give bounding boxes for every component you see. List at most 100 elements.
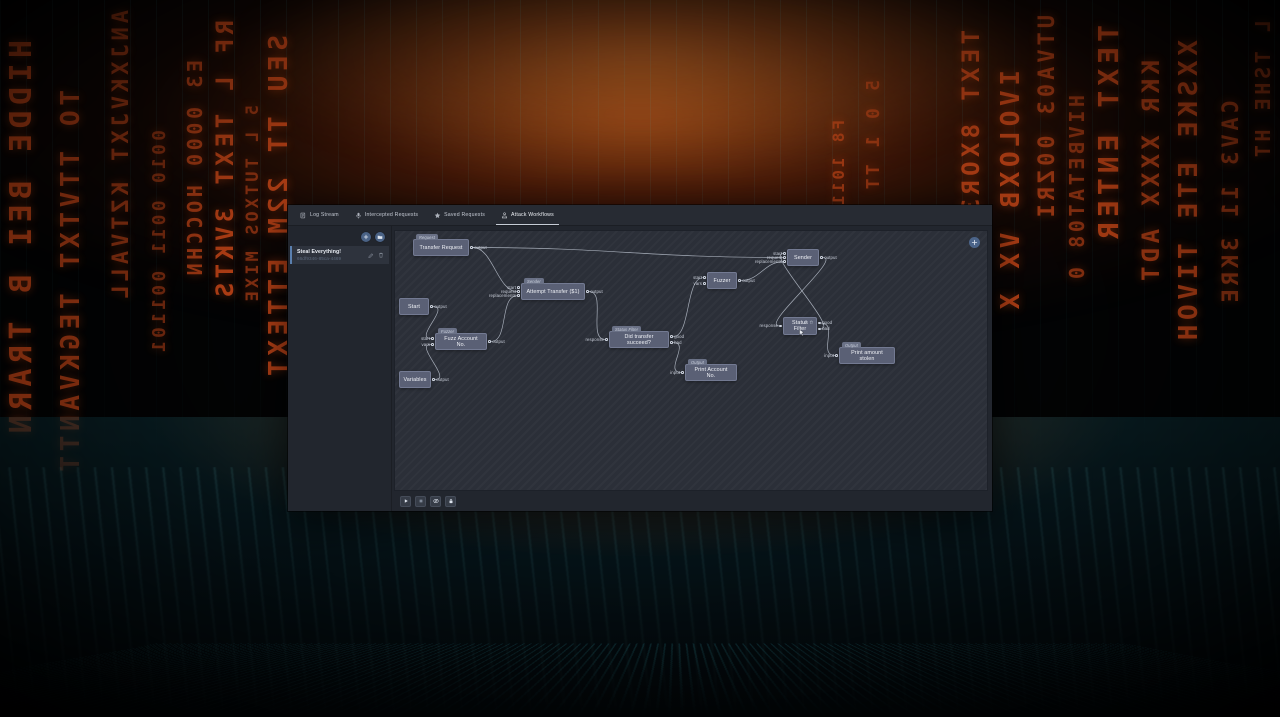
port-label-out-bad: bad (822, 326, 830, 332)
port-in-request[interactable] (517, 290, 520, 293)
port-in-start[interactable] (783, 251, 786, 255)
port-out-good[interactable] (818, 321, 821, 325)
node-title: Fuzzer (713, 277, 731, 284)
node-title: Status Filter (792, 320, 808, 332)
port-out-output[interactable] (432, 378, 435, 381)
node-caption: Sender (524, 278, 544, 284)
port-label-in-vars: vars (693, 280, 702, 286)
port-out-good[interactable] (670, 335, 673, 338)
port-in-start[interactable] (431, 337, 434, 340)
play-icon (403, 498, 409, 504)
port-out-bad[interactable] (818, 327, 821, 331)
lock-icon (448, 498, 454, 504)
port-label-out-output: output (742, 277, 755, 283)
window-body: Steal Everything!66df9346-85ca-4469 Requ… (288, 226, 992, 511)
port-label-out-output: output (434, 303, 447, 309)
connection-edge (672, 341, 682, 373)
workflow-tools (368, 252, 384, 258)
trash-icon[interactable] (378, 252, 384, 258)
tab-attack-workflows[interactable]: Attack Workflows (493, 205, 562, 225)
port-in-input[interactable] (835, 354, 838, 357)
connection-edge (776, 257, 827, 327)
port-label-in-start: start (773, 250, 782, 256)
node-start[interactable]: Start (399, 298, 429, 315)
port-out-output[interactable] (488, 340, 491, 343)
tab-saved-requests[interactable]: Saved Requests (426, 205, 493, 225)
node-caption: Fuzzer (438, 328, 458, 334)
tab-bar: Log Stream Intercepted Requests Saved Requ… (288, 205, 992, 226)
workflow-list-item[interactable]: Steal Everything!66df9346-85ca-4469 (290, 246, 389, 264)
tab-intercepted-requests[interactable]: Intercepted Requests (347, 205, 426, 225)
port-out-bad[interactable] (670, 341, 673, 344)
node-sender[interactable]: Sender (787, 249, 819, 266)
node-fuzzer[interactable]: Fuzzer (707, 272, 737, 289)
port-label-in-vars: vars (421, 341, 430, 347)
port-label-out-good: good (674, 334, 685, 340)
link-icon[interactable] (803, 319, 808, 325)
port-in-vars[interactable] (431, 343, 434, 346)
connection-edge (472, 247, 784, 258)
star-icon (434, 212, 441, 219)
workflow-list: Steal Everything!66df9346-85ca-4469 (288, 246, 391, 264)
port-label-out-output: output (492, 338, 505, 344)
node-title: Transfer Request (419, 244, 463, 251)
tab-label: Saved Requests (444, 212, 486, 218)
run-workflow-button[interactable] (400, 495, 411, 507)
mouse-cursor (799, 329, 805, 337)
canvas-toolbar (394, 491, 988, 511)
port-label-in-request: request (500, 288, 516, 294)
port-in-input[interactable] (681, 371, 684, 374)
node-title: Print amount stolen (851, 349, 883, 362)
add-workflow-button[interactable] (361, 232, 371, 242)
folder-workflow-button[interactable] (375, 232, 385, 242)
node-title: Variables (403, 376, 427, 383)
lock-button[interactable] (445, 495, 456, 507)
port-in-request[interactable] (783, 256, 786, 259)
pencil-icon[interactable] (368, 252, 374, 258)
node-status-filter[interactable]: Status Filter (783, 317, 817, 335)
port-label-in-request: request (766, 254, 782, 260)
tab-label: Log Stream (310, 212, 339, 218)
port-in-start[interactable] (517, 285, 520, 289)
port-in-response[interactable] (605, 338, 608, 341)
stop-workflow-button[interactable] (415, 495, 426, 507)
port-label-in-response: response (759, 323, 778, 329)
port-label-out-output: output (436, 376, 449, 382)
port-in-start[interactable] (703, 276, 706, 279)
sidebar-actions (288, 230, 391, 246)
port-in-replacements[interactable] (517, 294, 520, 298)
add-node-button[interactable] (969, 237, 980, 248)
port-out-output[interactable] (586, 290, 589, 293)
port-label-in-replacements: replacements (755, 259, 782, 265)
port-label-in-input: input (824, 352, 834, 358)
visibility-button[interactable] (430, 495, 441, 507)
port-out-output[interactable] (738, 279, 741, 282)
folder-icon (377, 234, 383, 240)
port-in-response[interactable] (779, 324, 782, 328)
workflow-text: Steal Everything!66df9346-85ca-4469 (297, 249, 368, 261)
port-label-out-output: output (824, 254, 837, 260)
node-title: Fuzz Account No. (444, 335, 478, 348)
node-title: Did transfer succeed? (624, 333, 654, 346)
port-label-in-start: start (421, 336, 430, 342)
port-out-output[interactable] (470, 246, 473, 249)
port-out-output[interactable] (430, 305, 433, 308)
connection-edge (672, 277, 704, 338)
node-title: Sender (794, 254, 812, 261)
microphone-icon (355, 212, 362, 219)
tab-log-stream[interactable]: Log Stream (292, 205, 347, 225)
port-in-replacements[interactable] (783, 260, 786, 264)
port-out-output[interactable] (820, 256, 823, 259)
port-label-out-bad: bad (674, 339, 682, 345)
node-variables[interactable]: Variables (399, 371, 431, 388)
port-in-vars[interactable] (703, 282, 706, 285)
trash-icon[interactable] (809, 320, 814, 325)
